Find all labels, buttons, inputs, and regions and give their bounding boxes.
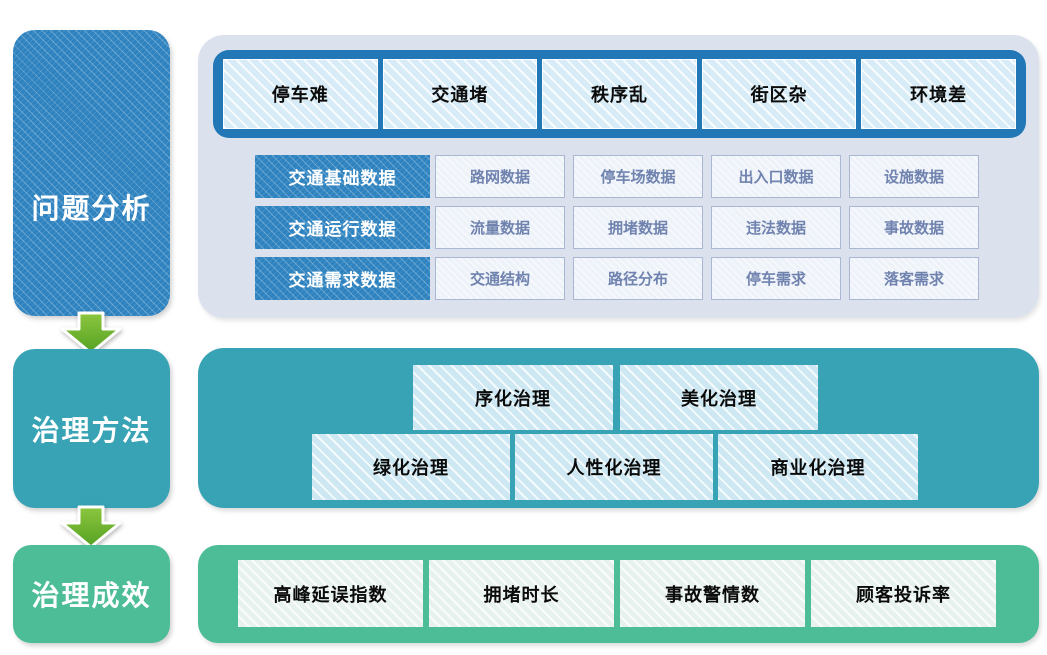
stage-label: 治理成效 (31, 580, 152, 611)
result-box: 高峰延误指数 (238, 560, 423, 627)
method-box: 商业化治理 (718, 434, 918, 500)
governance-methods-panel: 序化治理 美化治理 绿化治理 人性化治理 商业化治理 (198, 348, 1039, 508)
issue-box: 停车难 (223, 59, 378, 129)
data-row-operation: 交通运行数据 流量数据 拥堵数据 违法数据 事故数据 (255, 206, 979, 249)
method-box: 人性化治理 (515, 434, 713, 500)
method-box: 绿化治理 (312, 434, 510, 500)
data-item: 设施数据 (849, 155, 979, 198)
issue-box: 环境差 (861, 59, 1016, 129)
data-item: 交通结构 (435, 257, 565, 300)
data-item: 拥堵数据 (573, 206, 703, 249)
down-arrow-icon (60, 505, 122, 549)
issue-box: 交通堵 (382, 59, 538, 129)
down-arrow-icon (60, 311, 122, 355)
stage-label: 治理方法 (31, 414, 152, 446)
row-header: 交通运行数据 (255, 206, 430, 249)
row-items: 交通结构 路径分布 停车需求 落客需求 (435, 257, 979, 300)
problem-analysis-panel: 停车难 交通堵 秩序乱 街区杂 环境差 交通基础数据 路网数据 停车场数据 出入… (198, 35, 1039, 318)
stage-governance-results: 治理成效 (13, 545, 170, 643)
data-row-demand: 交通需求数据 交通结构 路径分布 停车需求 落客需求 (255, 257, 979, 300)
stage-problem-analysis: 问题分析 (13, 30, 170, 316)
data-rows: 交通基础数据 路网数据 停车场数据 出入口数据 设施数据 交通运行数据 流量数据… (255, 155, 979, 308)
result-box: 拥堵时长 (429, 560, 614, 627)
method-box: 序化治理 (413, 365, 613, 430)
result-box: 顾客投诉率 (811, 560, 996, 627)
data-item: 路网数据 (435, 155, 565, 198)
row-header: 交通基础数据 (255, 155, 430, 198)
governance-results-panel: 高峰延误指数 拥堵时长 事故警情数 顾客投诉率 (198, 545, 1039, 643)
data-item: 停车场数据 (573, 155, 703, 198)
data-item: 违法数据 (711, 206, 841, 249)
stage-governance-methods: 治理方法 (13, 349, 170, 508)
data-item: 流量数据 (435, 206, 565, 249)
row-items: 路网数据 停车场数据 出入口数据 设施数据 (435, 155, 979, 198)
data-item: 出入口数据 (711, 155, 841, 198)
row-header: 交通需求数据 (255, 257, 430, 300)
method-box: 美化治理 (620, 365, 818, 430)
data-item: 停车需求 (711, 257, 841, 300)
data-item: 事故数据 (849, 206, 979, 249)
data-item: 路径分布 (573, 257, 703, 300)
issues-bar: 停车难 交通堵 秩序乱 街区杂 环境差 (213, 50, 1026, 138)
stage-label: 问题分析 (31, 193, 152, 224)
results-row: 高峰延误指数 拥堵时长 事故警情数 顾客投诉率 (238, 560, 996, 627)
issue-box: 秩序乱 (542, 59, 697, 129)
row-items: 流量数据 拥堵数据 违法数据 事故数据 (435, 206, 979, 249)
issue-box: 街区杂 (701, 59, 857, 129)
result-box: 事故警情数 (620, 560, 805, 627)
data-row-basic: 交通基础数据 路网数据 停车场数据 出入口数据 设施数据 (255, 155, 979, 198)
data-item: 落客需求 (849, 257, 979, 300)
